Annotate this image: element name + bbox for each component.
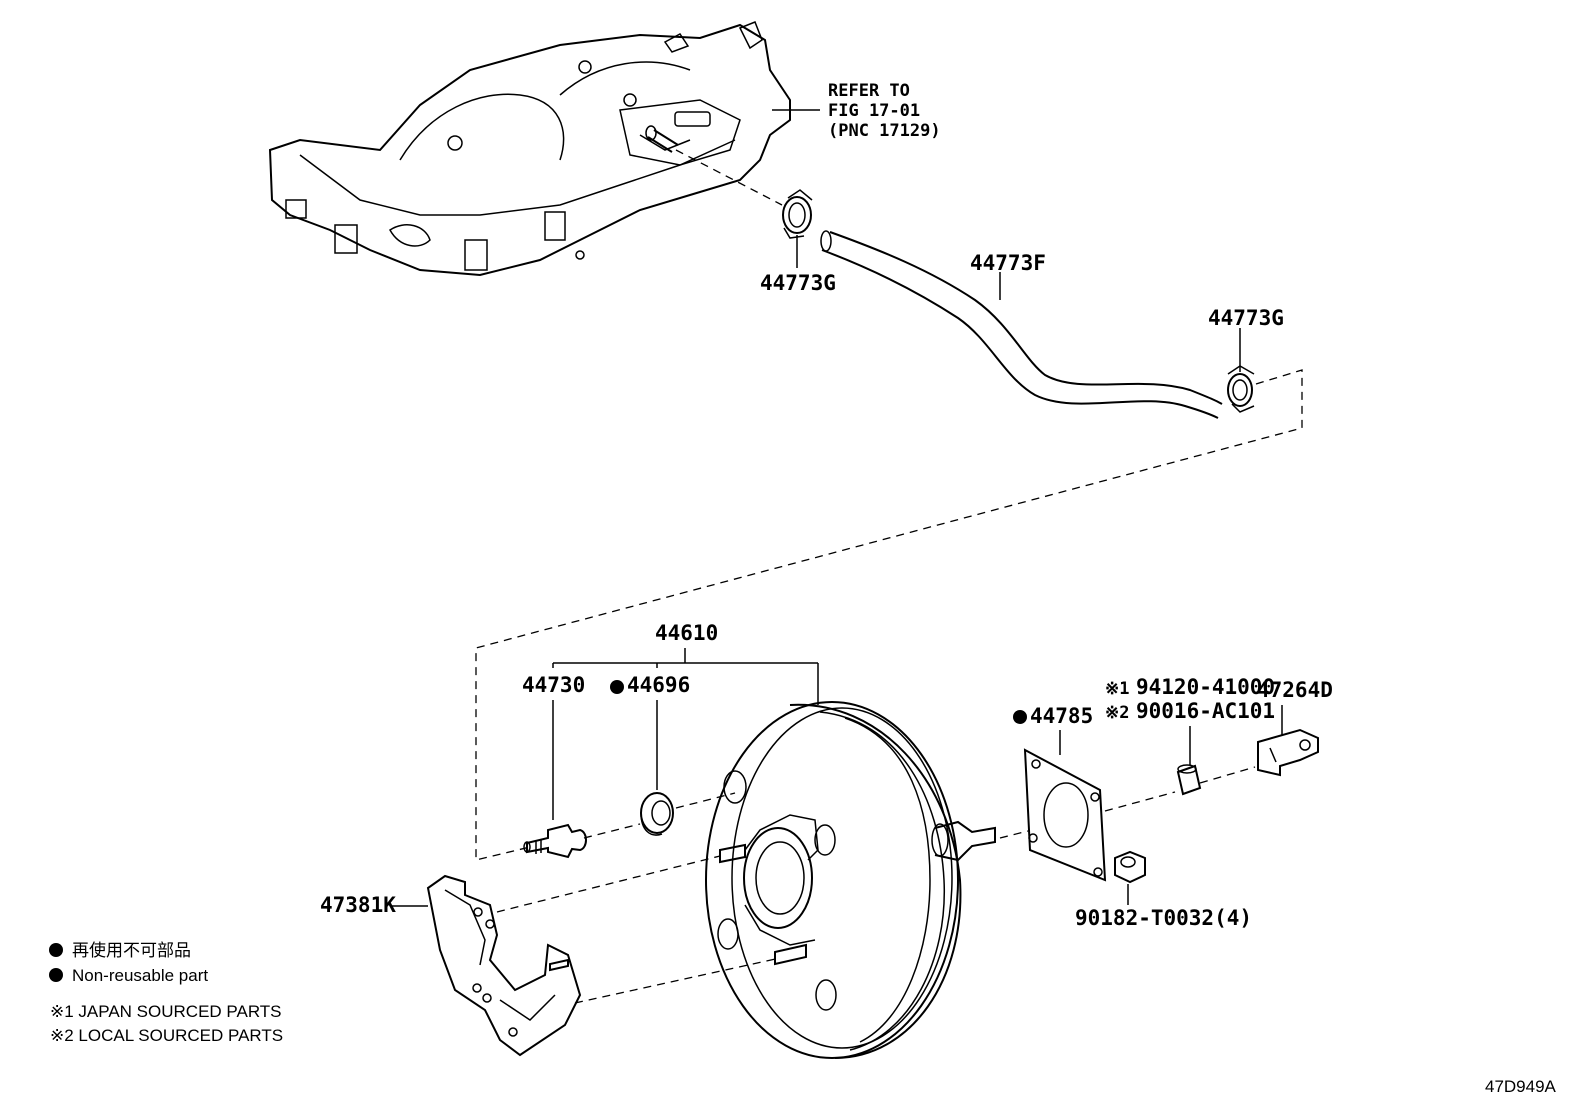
clevis bbox=[1257, 728, 1319, 777]
label-clevis: 47264D bbox=[1257, 678, 1333, 702]
refer-line-1: REFER TO bbox=[828, 81, 910, 101]
bushing bbox=[1176, 764, 1202, 796]
label-note1-part: 94120-41000 bbox=[1136, 675, 1275, 699]
note2-marker: ※2 bbox=[1105, 703, 1129, 723]
gasket bbox=[1023, 748, 1107, 882]
label-clip-upper: 44773G bbox=[760, 271, 836, 295]
hose-clip-upper bbox=[782, 189, 813, 239]
figure-code: 47D949A bbox=[1485, 1077, 1557, 1096]
label-grommet: 44696 bbox=[627, 673, 690, 697]
label-gasket: 44785 bbox=[1030, 704, 1093, 728]
legend-note2: ※2 LOCAL SOURCED PARTS bbox=[50, 1026, 283, 1045]
check-valve bbox=[523, 823, 587, 859]
legend-marker-en bbox=[49, 968, 63, 982]
intake-manifold bbox=[268, 21, 791, 277]
connection-dashed-line bbox=[675, 149, 783, 206]
brake-booster bbox=[705, 701, 996, 1059]
legend-en-text: Non-reusable part bbox=[72, 966, 208, 985]
label-check-valve: 44730 bbox=[522, 673, 585, 697]
label-bracket: 47381K bbox=[320, 893, 396, 917]
label-clip-right: 44773G bbox=[1208, 306, 1284, 330]
legend-note1: ※1 JAPAN SOURCED PARTS bbox=[50, 1002, 282, 1021]
grommet bbox=[640, 792, 674, 836]
refer-line-2: FIG 17-01 bbox=[828, 101, 920, 121]
vacuum-hose bbox=[820, 230, 1223, 419]
refer-line-3: (PNC 17129) bbox=[828, 121, 941, 141]
label-nut: 90182-T0032(4) bbox=[1075, 906, 1252, 930]
legend-jp-text: 再使用不可部品 bbox=[72, 940, 191, 960]
label-hose: 44773F bbox=[970, 251, 1046, 275]
legend-marker-jp bbox=[49, 943, 63, 957]
refer-note: REFER TO FIG 17-01 (PNC 17129) bbox=[828, 81, 941, 141]
legend: 再使用不可部品 Non-reusable part ※1 JAPAN SOURC… bbox=[49, 940, 283, 1045]
label-booster-assy: 44610 bbox=[655, 621, 718, 645]
hose-clip-right bbox=[1227, 365, 1255, 413]
non-reusable-marker bbox=[610, 680, 624, 694]
nut bbox=[1114, 850, 1146, 884]
non-reusable-marker bbox=[1013, 710, 1027, 724]
label-note2-part: 90016-AC101 bbox=[1136, 699, 1275, 723]
mounting-bracket bbox=[426, 874, 582, 1057]
connection-dashed-main bbox=[475, 369, 1303, 861]
note1-marker: ※1 bbox=[1105, 679, 1129, 699]
